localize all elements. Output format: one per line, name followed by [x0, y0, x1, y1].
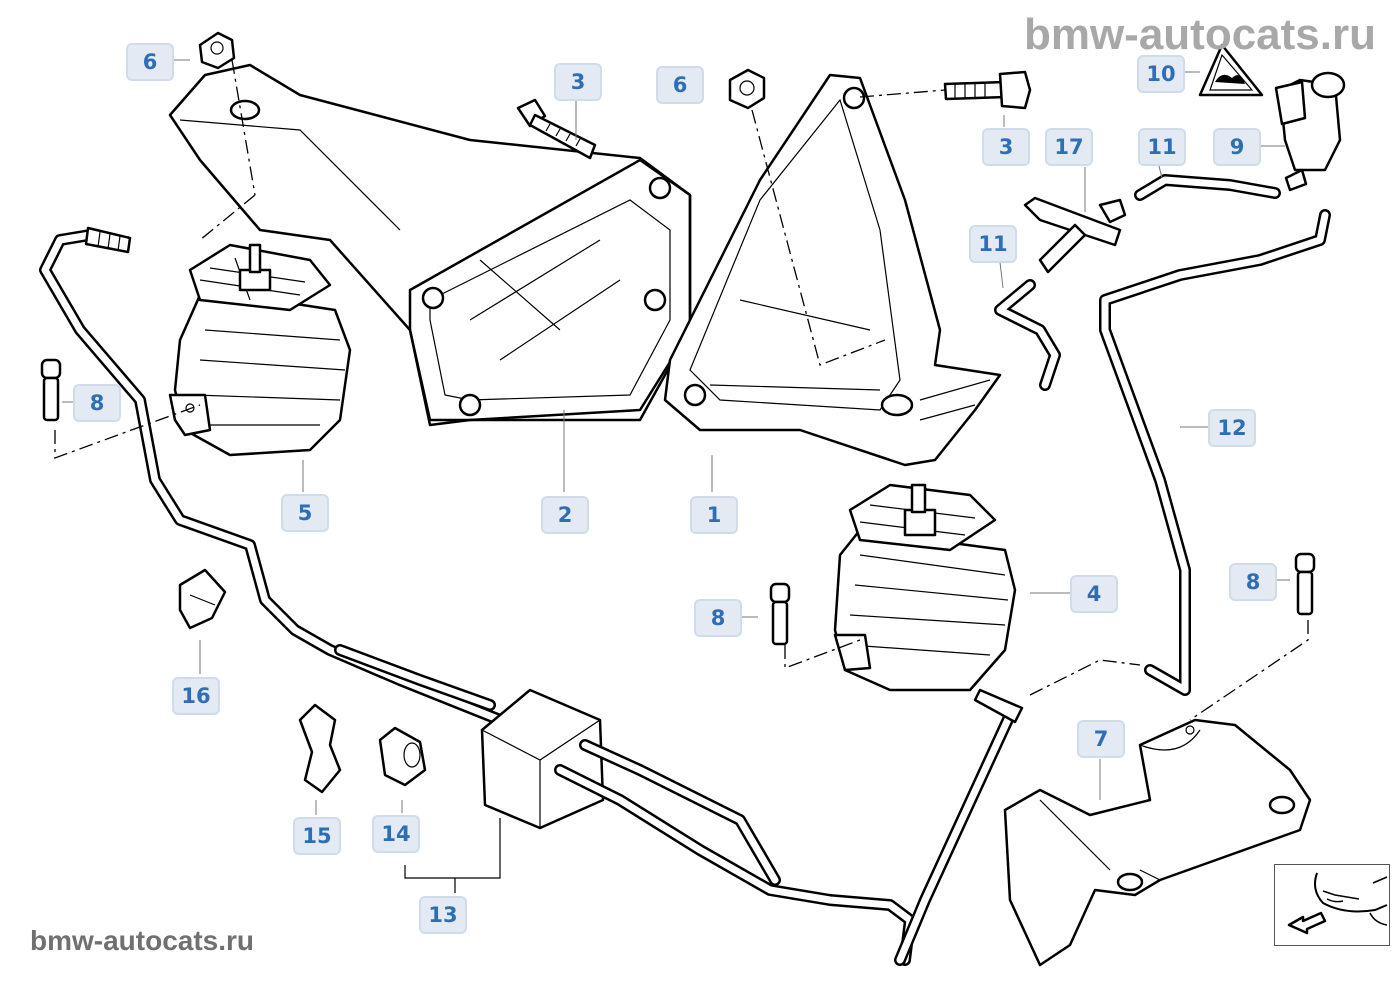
warning-triangle — [1198, 43, 1264, 97]
bolt-3-right — [943, 70, 1032, 110]
callout-8[interactable]: 8 — [694, 599, 742, 637]
vacuum-line-12 — [1099, 209, 1331, 696]
callout-3[interactable]: 3 — [554, 63, 602, 101]
vacuum-box — [480, 688, 1024, 966]
callout-8[interactable]: 8 — [73, 384, 121, 422]
bracket-7 — [1003, 718, 1312, 967]
callout-7[interactable]: 7 — [1077, 720, 1125, 758]
callout-15[interactable]: 15 — [293, 817, 341, 855]
callout-6[interactable]: 6 — [656, 66, 704, 104]
clip-14 — [378, 726, 427, 787]
hose-clip-16 — [178, 568, 227, 630]
engine-mount-left — [168, 243, 352, 457]
callout-1[interactable]: 1 — [690, 496, 738, 534]
watermark-bottom: bmw-autocats.ru — [30, 925, 255, 956]
callout-13[interactable]: 13 — [419, 896, 467, 934]
vacuum-hose-11 — [994, 174, 1281, 391]
solenoid-valve — [1274, 71, 1346, 192]
callout-2[interactable]: 2 — [541, 496, 589, 534]
bolt-8-center — [769, 582, 791, 646]
callout-14[interactable]: 14 — [372, 815, 420, 853]
callout-12[interactable]: 12 — [1208, 409, 1256, 447]
bolt-8-right — [1294, 552, 1316, 616]
watermark-top: bmw-autocats.ru — [1023, 10, 1376, 59]
callout-10[interactable]: 10 — [1137, 55, 1185, 93]
car-front-arrow-icon — [1287, 872, 1388, 935]
callout-17[interactable]: 17 — [1045, 128, 1093, 166]
view-navigation-button[interactable] — [1274, 864, 1390, 946]
callout-11[interactable]: 11 — [1138, 128, 1186, 166]
callout-5[interactable]: 5 — [281, 494, 329, 532]
callout-4[interactable]: 4 — [1070, 575, 1118, 613]
callout-3[interactable]: 3 — [982, 128, 1030, 166]
callout-8[interactable]: 8 — [1229, 563, 1277, 601]
hex-nut-center — [728, 68, 766, 110]
callout-11[interactable]: 11 — [969, 225, 1017, 263]
bracket-right — [663, 73, 1002, 467]
clamp-15 — [298, 703, 342, 794]
bolt-8-left — [40, 358, 62, 422]
callout-6[interactable]: 6 — [126, 43, 174, 81]
t-connector — [1023, 196, 1127, 274]
bracket-left — [168, 63, 692, 427]
engine-mount-right — [833, 483, 1017, 692]
hex-nut-left — [198, 31, 236, 70]
leader-lines — [62, 59, 1290, 893]
vacuum-hose-left — [39, 226, 506, 726]
callout-16[interactable]: 16 — [172, 677, 220, 715]
bolt-3-left — [516, 98, 597, 160]
callout-9[interactable]: 9 — [1213, 128, 1261, 166]
